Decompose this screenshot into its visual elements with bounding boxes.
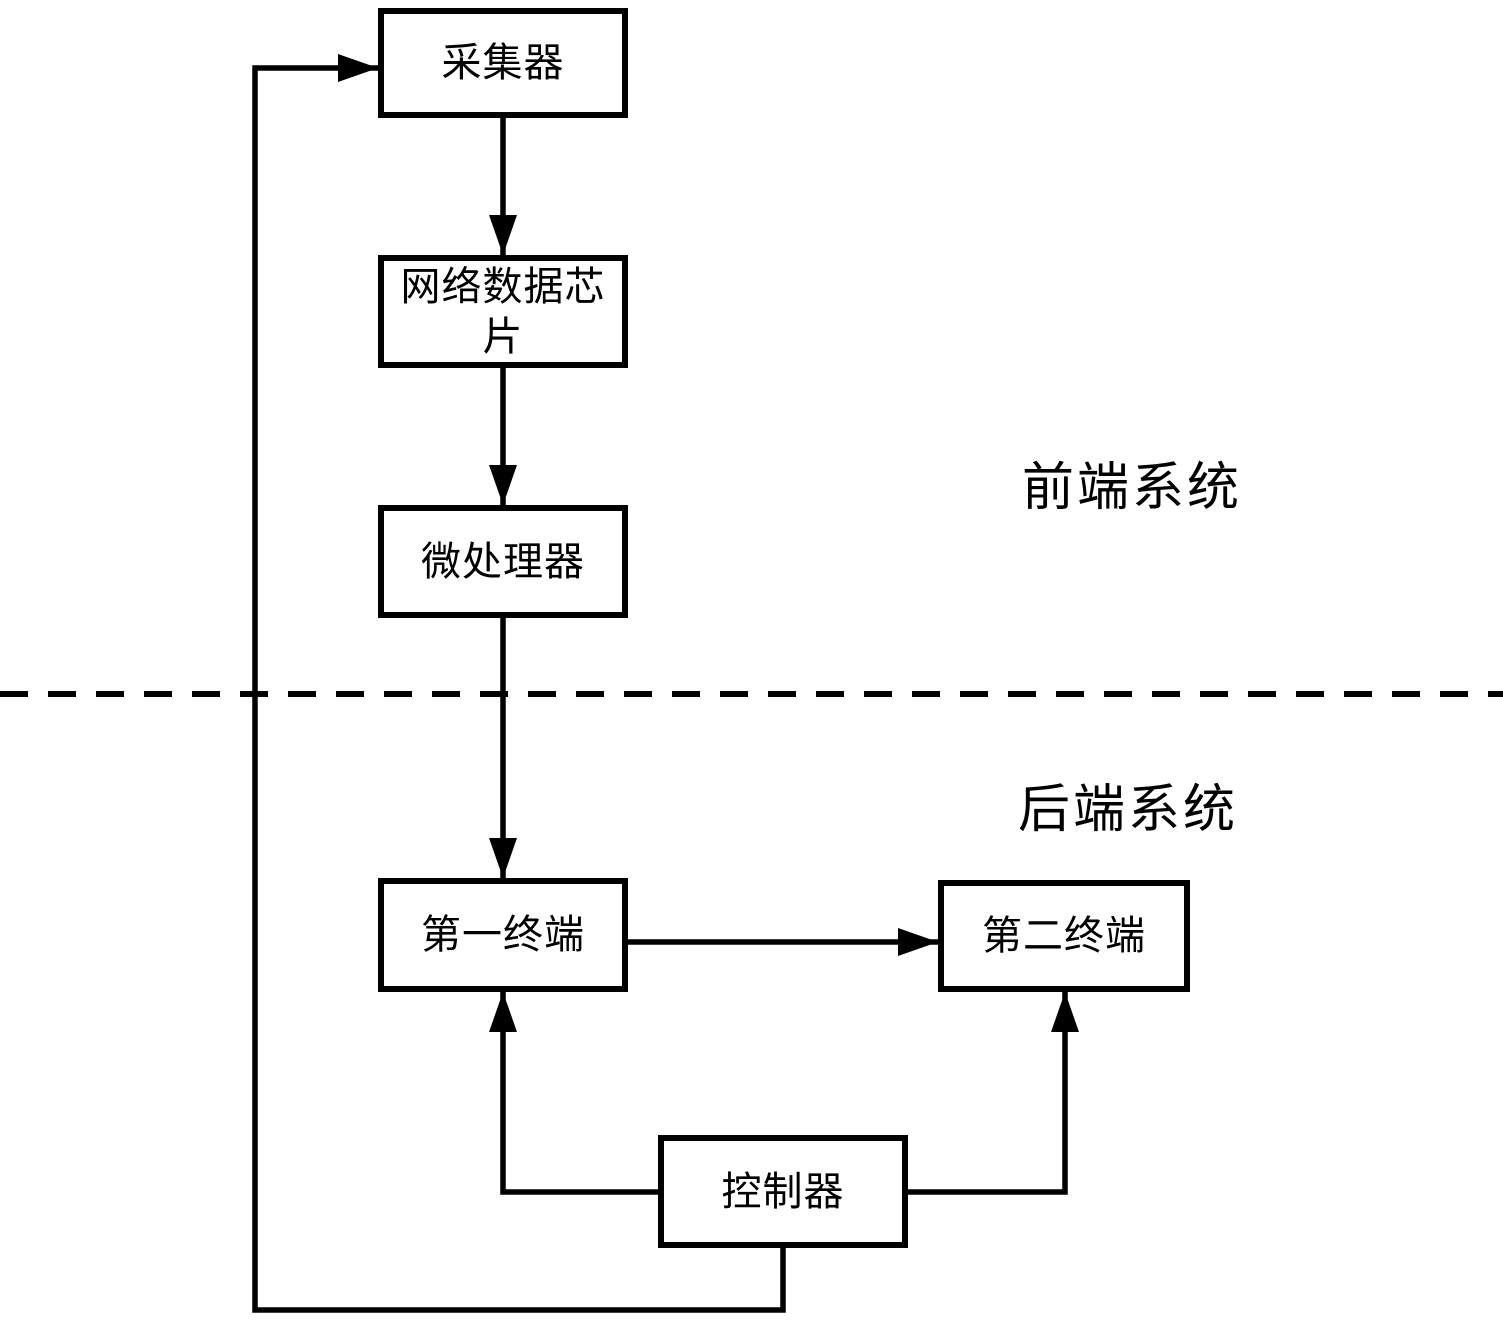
node-microprocessor: 微处理器 (378, 505, 628, 618)
back-end-system-label: 后端系统 (1018, 780, 1239, 840)
node-network-data-chip: 网络数据芯片 (378, 255, 628, 368)
node-controller-label: 控制器 (721, 1168, 845, 1215)
edge-controller-to-collector-feedback (252, 54, 786, 1313)
node-collector: 采集器 (378, 8, 628, 118)
node-collector-label: 采集器 (441, 40, 565, 86)
node-controller: 控制器 (658, 1135, 908, 1248)
node-first-terminal: 第一终端 (378, 878, 628, 992)
edge-controller-to-terminal2 (908, 992, 1079, 1195)
edge-controller-to-terminal1 (489, 992, 658, 1195)
node-network-data-chip-label: 网络数据芯片 (400, 263, 606, 360)
node-second-terminal-label: 第二终端 (982, 913, 1146, 959)
node-first-terminal-label: 第一终端 (421, 912, 585, 958)
node-second-terminal: 第二终端 (938, 880, 1190, 992)
front-end-system-label: 前端系统 (1022, 458, 1243, 518)
node-microprocessor-label: 微处理器 (421, 538, 585, 585)
